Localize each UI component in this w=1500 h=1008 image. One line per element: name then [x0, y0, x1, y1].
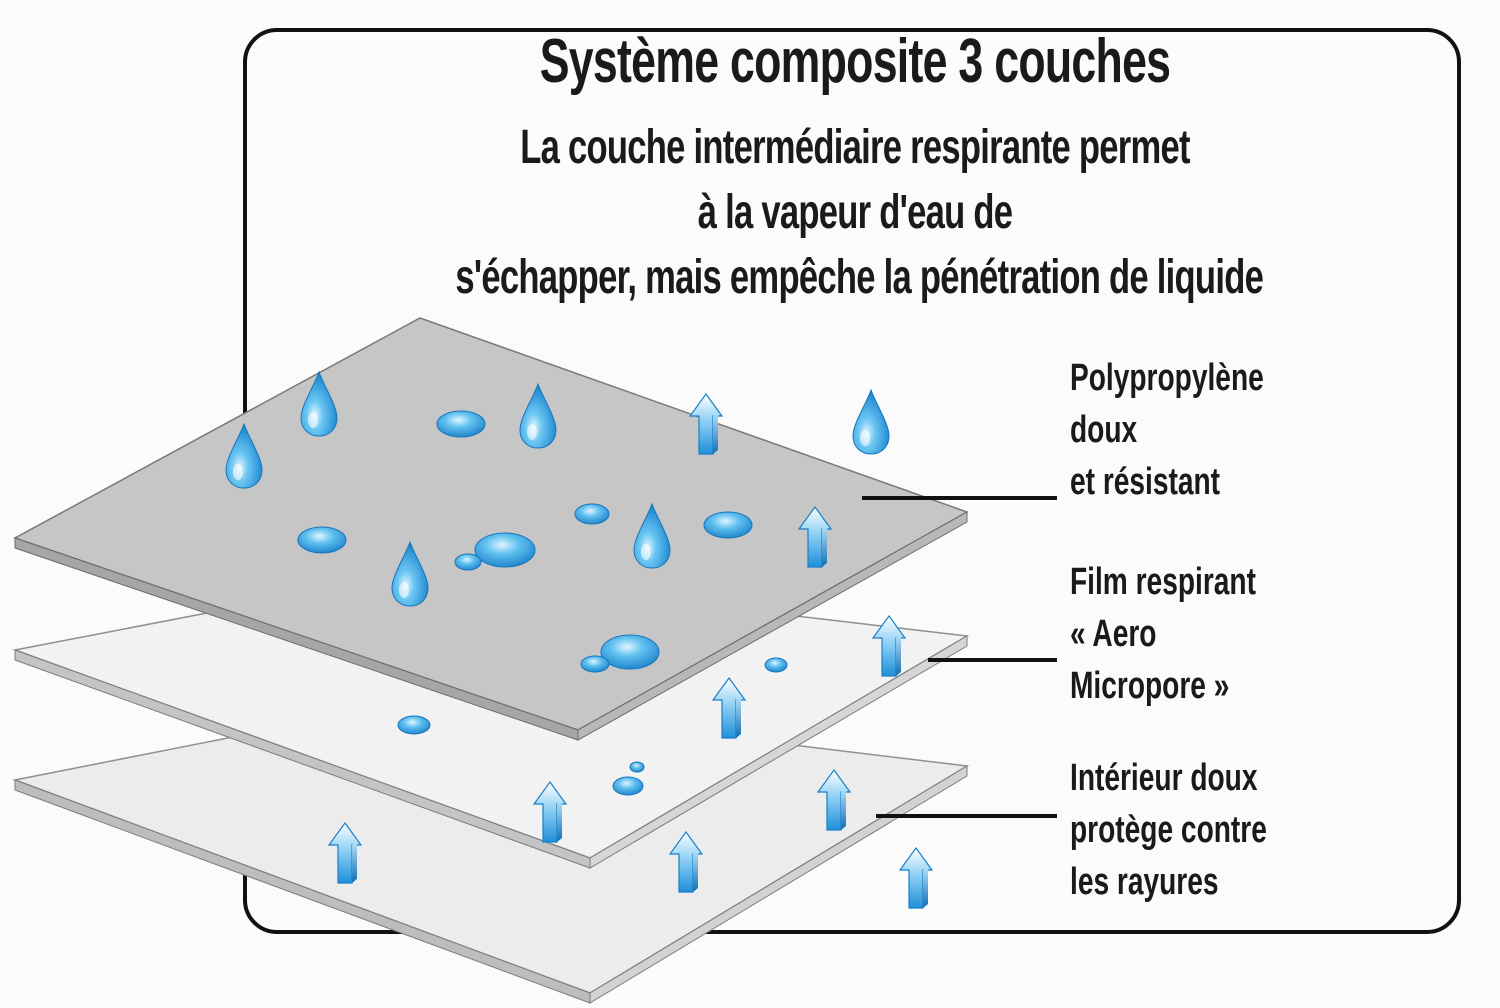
water-droplet-icon — [600, 634, 660, 670]
label-top-layer: Polypropylène doux et résistant — [1070, 352, 1314, 508]
water-droplet-icon — [574, 503, 610, 525]
label-line: protège contre — [1070, 809, 1267, 851]
subtitle-line-1: La couche intermédiaire respirante perme… — [520, 121, 1190, 174]
water-droplet-icon — [852, 389, 890, 455]
water-droplet-icon — [436, 410, 486, 438]
label-line: Polypropylène — [1070, 357, 1264, 399]
water-droplet-icon — [454, 553, 482, 571]
water-droplet-icon — [580, 655, 610, 673]
diagram-title: Système composite 3 couches — [539, 27, 1171, 96]
blobs-lower — [397, 715, 645, 796]
top-layer — [13, 317, 969, 741]
vapor-arrow-icon — [899, 847, 933, 909]
label-line: doux — [1070, 409, 1138, 451]
label-line: Micropore » — [1070, 665, 1230, 707]
water-droplet-icon — [629, 761, 645, 773]
label-line: « Aero — [1070, 613, 1157, 655]
label-line: les rayures — [1070, 861, 1219, 903]
water-droplet-icon — [397, 715, 431, 735]
label-line: Film respirant — [1070, 561, 1256, 603]
water-droplet-icon — [297, 526, 347, 554]
label-line: et résistant — [1070, 461, 1221, 503]
water-droplet-icon — [474, 532, 536, 568]
label-middle-layer: Film respirant « Aero Micropore » — [1070, 556, 1314, 712]
water-droplet-icon — [612, 776, 644, 796]
water-droplet-icon — [764, 657, 788, 673]
label-line: Intérieur doux — [1070, 757, 1258, 799]
label-bottom-layer: Intérieur doux protège contre les rayure… — [1070, 752, 1314, 908]
subtitle-line-3: s'échapper, mais empêche la pénétration … — [455, 251, 1264, 304]
water-droplet-icon — [703, 511, 753, 539]
top-layer-droplets — [225, 371, 890, 673]
subtitle-line-2: à la vapeur d'eau de — [697, 186, 1013, 239]
